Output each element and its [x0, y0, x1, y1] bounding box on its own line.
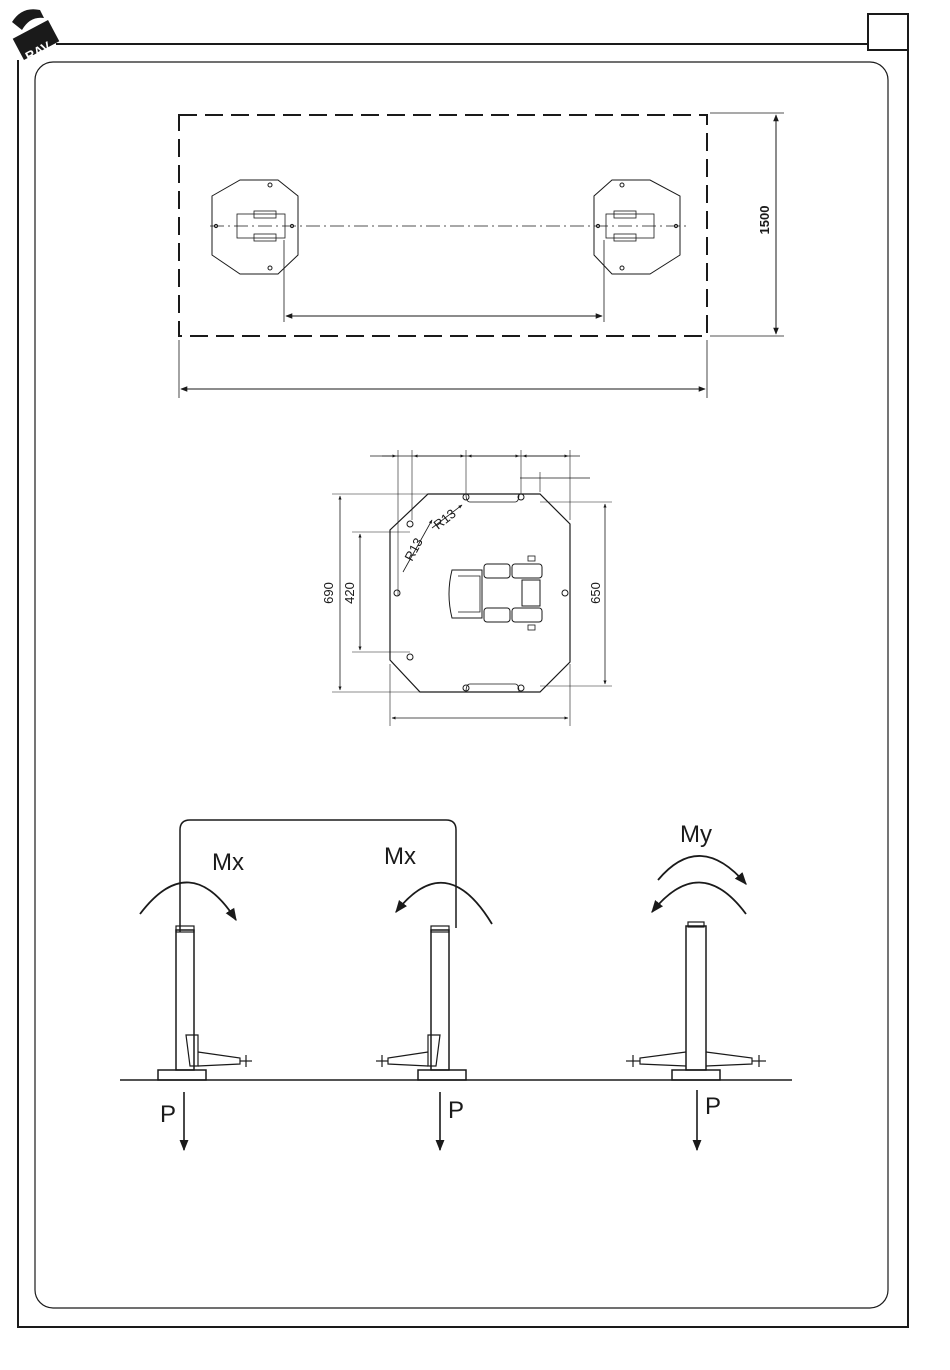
- right-column: My P: [626, 821, 766, 1150]
- force-label-center: P: [448, 1097, 464, 1124]
- moment-arrow-right-upper: [658, 856, 746, 884]
- height-inner-label: 420: [342, 582, 357, 604]
- page-number-box: [868, 14, 908, 50]
- moment-label-center: Mx: [384, 843, 416, 870]
- moment-arrow-left: [140, 882, 236, 920]
- load-figures: Mx P Mx P: [120, 820, 792, 1150]
- moment-label-right: My: [680, 821, 712, 848]
- overhead-beam: [180, 820, 456, 932]
- footprint-outline: [179, 115, 707, 336]
- height-outer-label: 690: [321, 582, 336, 604]
- header: RAV: [12, 9, 908, 64]
- force-label-right: P: [705, 1093, 721, 1120]
- page-frame: [18, 44, 908, 1327]
- radius-label-lower: R13: [401, 535, 425, 563]
- right-base-plate: [594, 180, 680, 274]
- moment-arrow-right-lower: [652, 882, 746, 914]
- base-plate-detail: R13 R13 690 420 650: [321, 450, 612, 726]
- rav-logo: RAV: [12, 9, 59, 64]
- left-column: Mx P: [140, 849, 252, 1150]
- moment-arrow-center: [396, 883, 492, 924]
- top-view: 1500: [179, 113, 784, 398]
- moment-label-left: Mx: [212, 849, 244, 876]
- height-right-label: 650: [588, 582, 603, 604]
- force-label-left: P: [160, 1101, 176, 1128]
- width-dimension-label: 1500: [757, 206, 772, 235]
- left-base-plate: [212, 180, 298, 274]
- radius-label-upper: R13: [431, 506, 459, 533]
- center-column: Mx P: [376, 843, 492, 1150]
